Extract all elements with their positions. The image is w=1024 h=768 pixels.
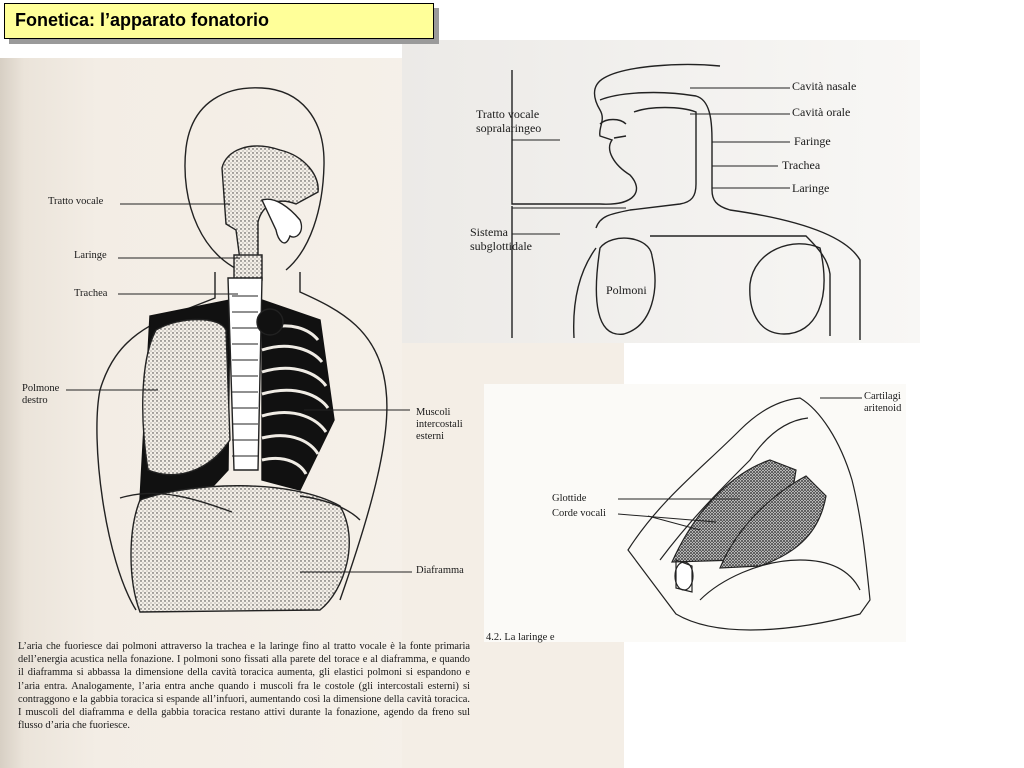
torso-caption: L’aria che fuoriesce dai polmoni attrave… xyxy=(18,641,470,732)
slide-title: Fonetica: l’apparato fonatorio xyxy=(15,10,270,30)
label-faringe: Faringe xyxy=(794,134,831,148)
label-laringe: Laringe xyxy=(74,250,107,261)
scanned-page-bottom-right xyxy=(484,384,906,642)
label-tratto-vocale: Tratto vocale xyxy=(48,196,104,207)
label-laringe-top: Laringe xyxy=(792,181,830,195)
larynx-drawing xyxy=(627,397,871,631)
label-tratto-sopralaringeo: Tratto vocale sopralaringeo xyxy=(476,107,542,135)
torso-figure xyxy=(96,87,388,613)
figure-caption-4-2: 4.2. La laringe e xyxy=(486,632,555,643)
label-diaframma: Diaframma xyxy=(416,565,464,576)
label-trachea: Trachea xyxy=(74,288,108,299)
torso-leader-lines xyxy=(66,203,412,573)
label-sistema-subglottidale: Sistema subglottidale xyxy=(470,225,532,253)
vocal-tract-schematic xyxy=(511,63,861,340)
label-trachea-top: Trachea xyxy=(782,158,821,172)
label-muscoli-intercostali: Muscoli intercostali esterni xyxy=(416,407,463,443)
larynx-leader-lines xyxy=(617,397,862,531)
label-polmoni: Polmoni xyxy=(606,283,647,297)
schematic-leader-lines xyxy=(512,87,790,235)
label-cartilagini-aritenoidi: Cartilagi aritenoid xyxy=(864,391,902,415)
slide-title-box: Fonetica: l’apparato fonatorio xyxy=(4,3,434,39)
label-cavita-nasale: Cavità nasale xyxy=(792,79,857,93)
scanned-page-top-right xyxy=(402,40,920,343)
label-glottide: Glottide xyxy=(552,493,587,504)
label-corde-vocali: Corde vocali xyxy=(552,508,606,519)
label-polmone-destro: Polmone destro xyxy=(22,383,60,407)
label-cavita-orale: Cavità orale xyxy=(792,105,851,119)
